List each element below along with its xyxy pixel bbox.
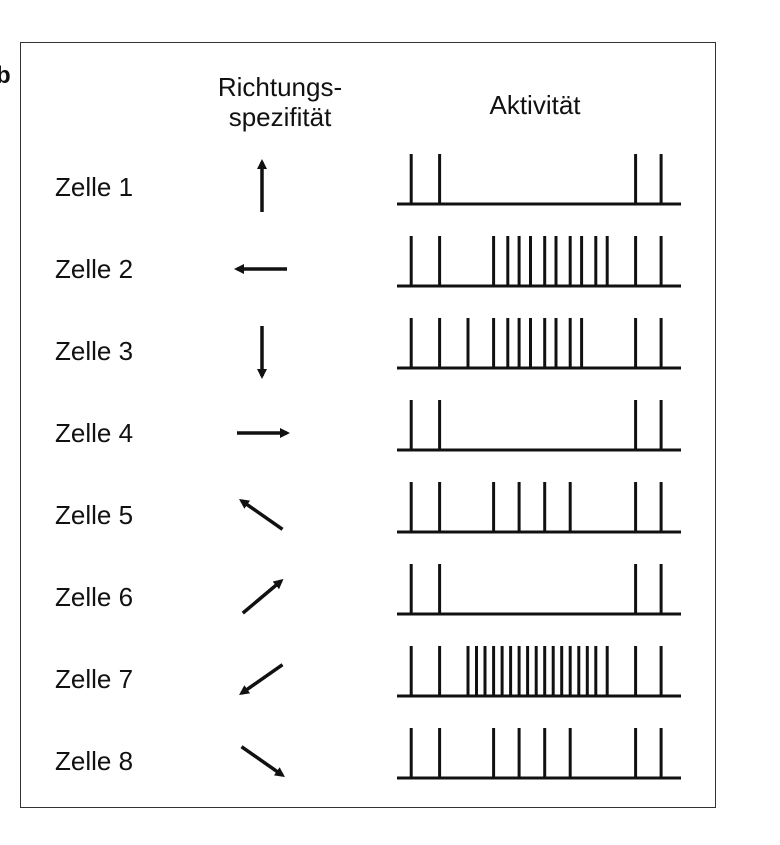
direction-arrow-icon: [239, 498, 284, 531]
spike-train-7: [397, 646, 681, 698]
direction-arrow-icon: [239, 663, 284, 696]
spike-train-3: [397, 318, 681, 370]
direction-header-line2: spezifität: [228, 102, 332, 132]
spike-train-8: [397, 728, 681, 780]
direction-arrow-icon: [240, 745, 285, 778]
activity-header: Aktivität: [489, 90, 581, 120]
spike-train-5: [397, 482, 681, 534]
cell-label-4: Zelle 4: [55, 418, 134, 448]
cell-label-2: Zelle 2: [55, 254, 134, 284]
cell-label-7: Zelle 7: [55, 664, 134, 694]
cell-label-3: Zelle 3: [55, 336, 134, 366]
direction-header-line1: Richtungs-: [217, 72, 343, 102]
cell-label-5: Zelle 5: [55, 500, 134, 530]
spike-train-4: [397, 400, 681, 452]
spike-train-2: [397, 236, 681, 288]
direction-header: Richtungs- spezifität: [190, 72, 370, 132]
direction-arrow-icon: [241, 578, 284, 615]
spike-train-6: [397, 564, 681, 616]
figure-frame: [20, 42, 716, 808]
cell-label-8: Zelle 8: [55, 746, 134, 776]
cell-label-1: Zelle 1: [55, 172, 134, 202]
spike-train-1: [397, 154, 681, 206]
cell-label-6: Zelle 6: [55, 582, 134, 612]
panel-letter: b: [0, 62, 11, 89]
